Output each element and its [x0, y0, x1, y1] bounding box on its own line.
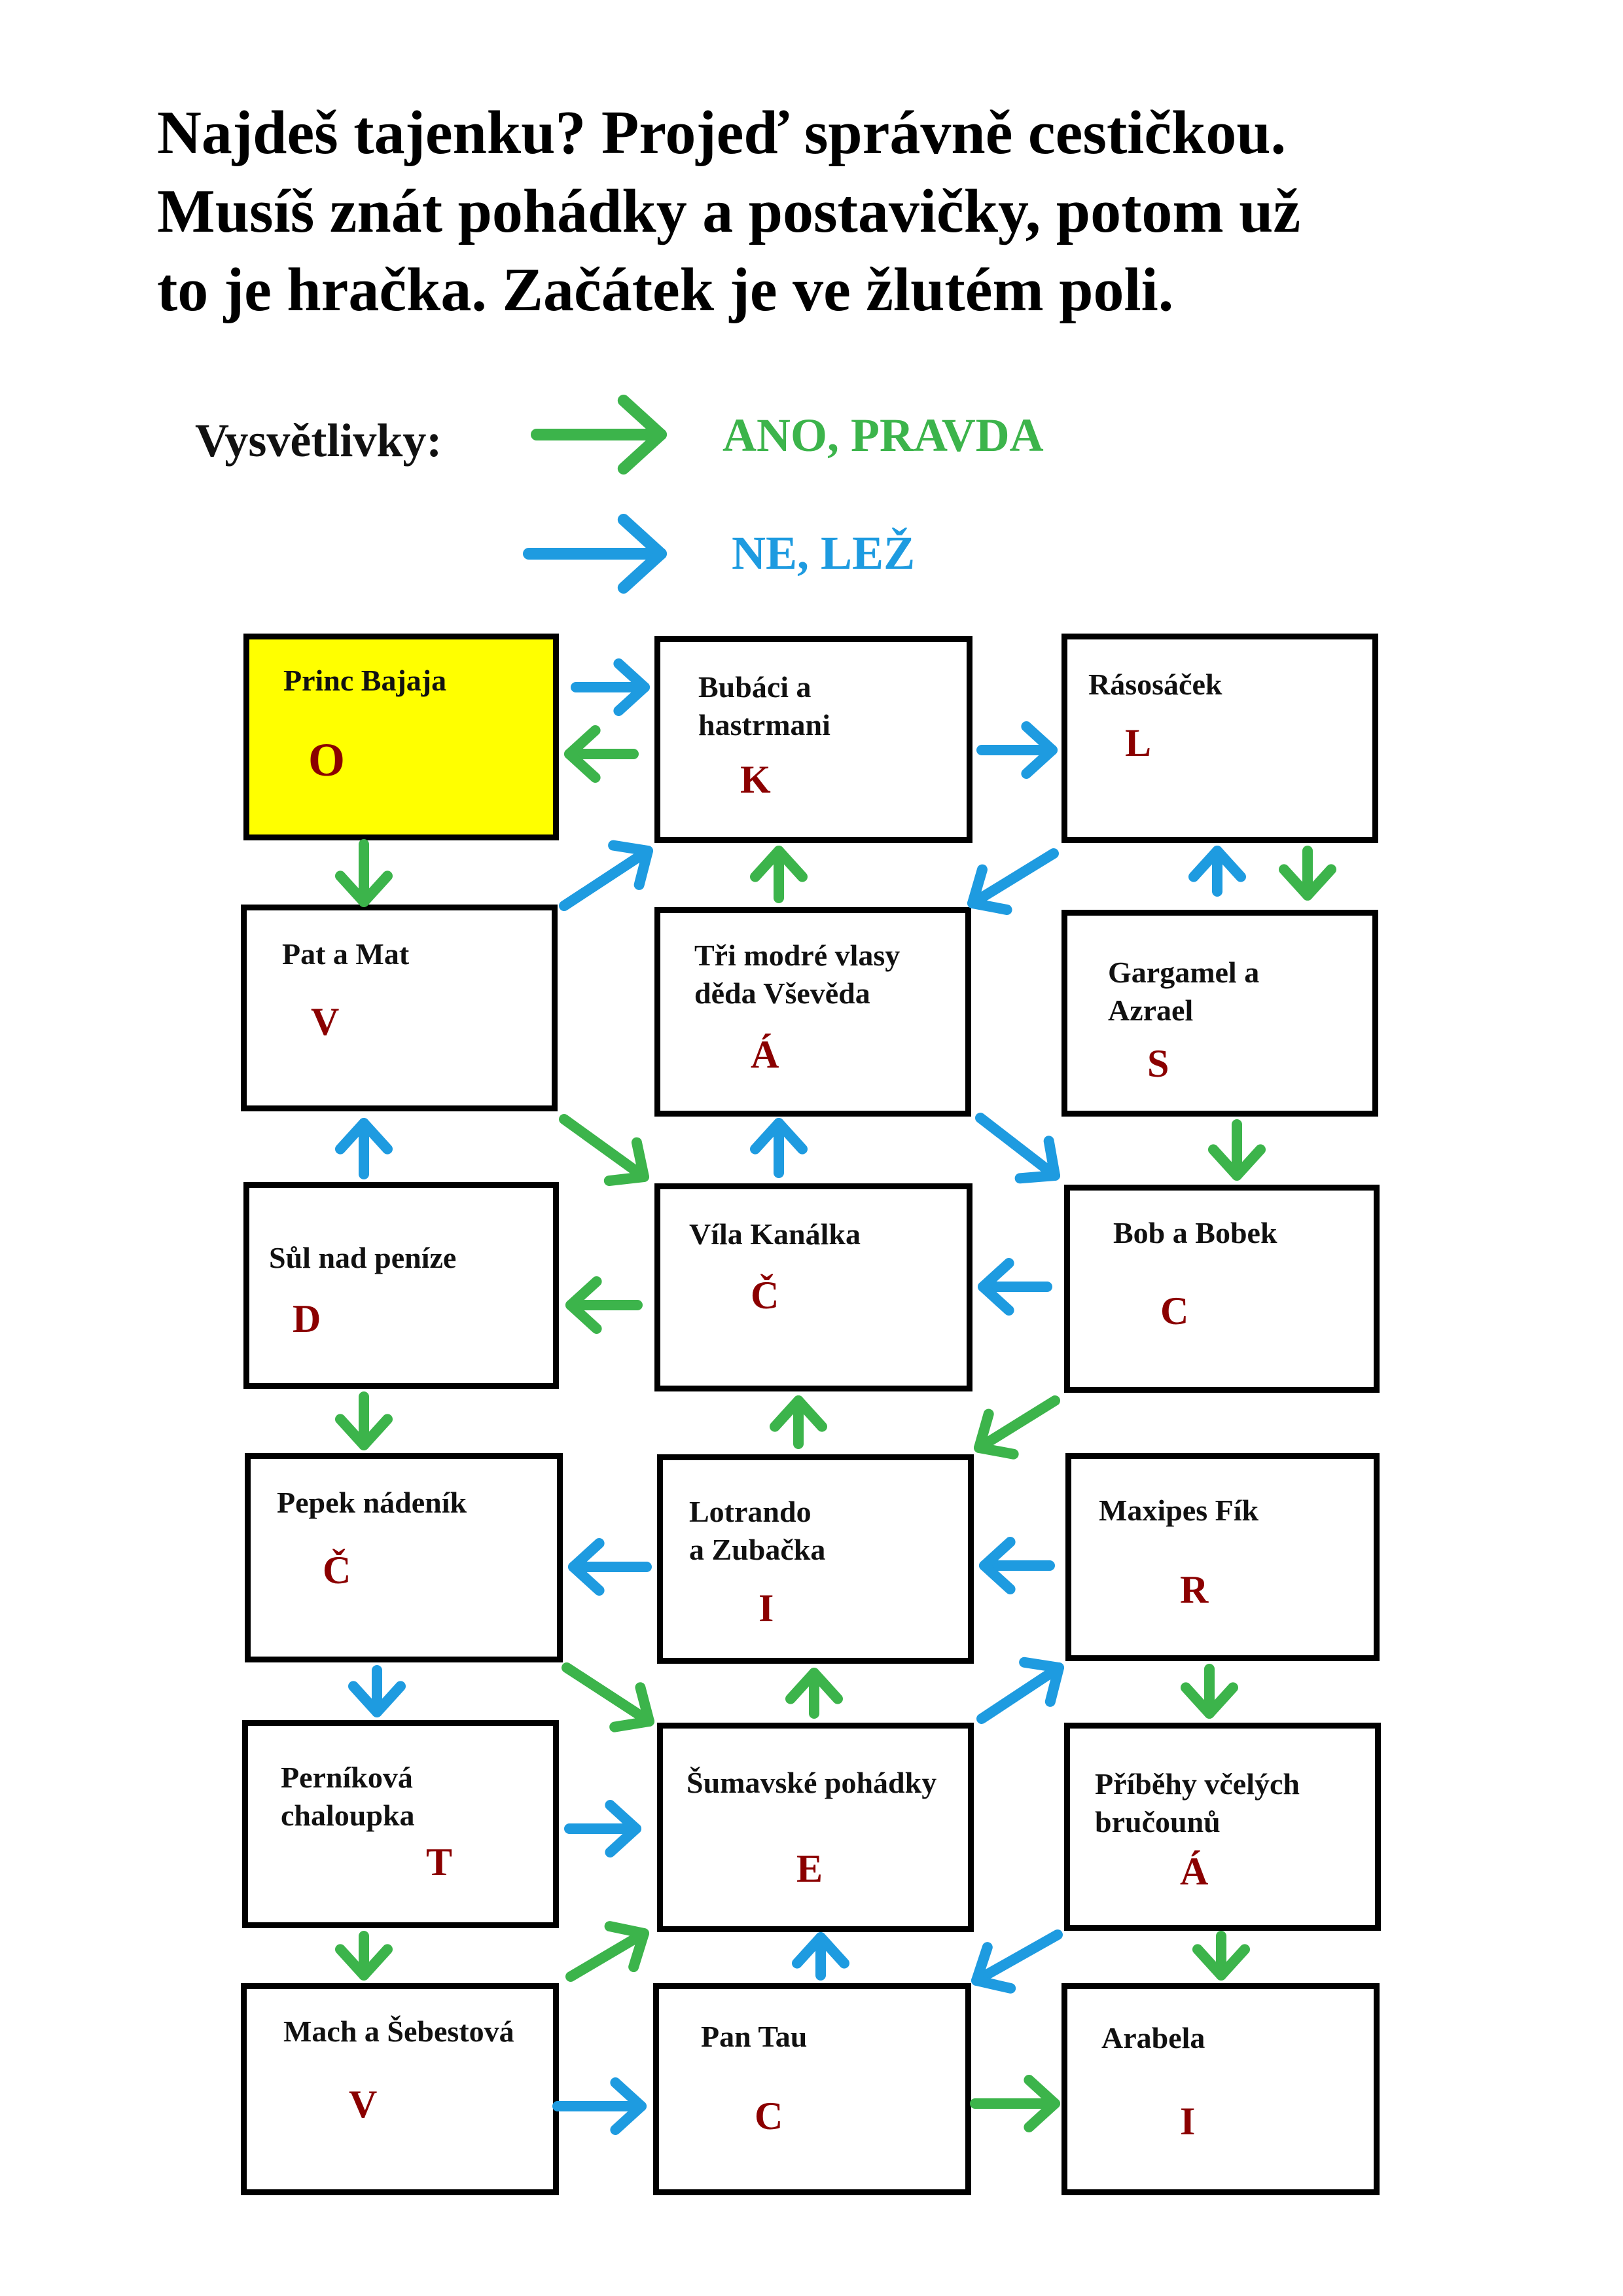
box-title: Šumavské pohádky	[687, 1766, 937, 1799]
arrow-green	[559, 1114, 649, 1187]
box-title: Příběhy včelých bručounů	[1095, 1767, 1300, 1839]
box-bob-a-bobek[interactable]: Bob a Bobek C	[1064, 1185, 1380, 1393]
arrow-blue	[559, 840, 653, 911]
legend-no-text: NE, LEŽ	[732, 527, 916, 579]
box-princ-bajaja[interactable]: Princ Bajaja O	[243, 634, 559, 840]
box-letter: K	[740, 758, 771, 801]
box-letter: T	[426, 1840, 453, 1884]
arrow-blue	[335, 1118, 393, 1179]
arrow-blue	[750, 1118, 808, 1178]
box-title: Bubáci a hastrmani	[698, 670, 830, 742]
box-title: Tři modré vlasy děda Vševěda	[694, 939, 901, 1010]
arrow-green	[974, 1395, 1060, 1460]
box-pat-a-mat[interactable]: Pat a Mat V	[241, 905, 558, 1111]
box-letter: I	[758, 1587, 774, 1630]
arrow-blue	[571, 658, 650, 716]
arrow-blue	[792, 1932, 849, 1981]
box-title: Perníková chaloupka	[281, 1761, 415, 1832]
box-pan-tau[interactable]: Pan Tau C	[653, 1983, 971, 2195]
box-letter: C	[1160, 1289, 1189, 1333]
box-letter: V	[349, 2083, 378, 2126]
box-letter: I	[1180, 2100, 1196, 2143]
box-letter: Č	[323, 1549, 351, 1592]
arrow-blue	[976, 721, 1058, 779]
box-letter: E	[796, 1847, 823, 1890]
arrow-green	[565, 1921, 649, 1982]
box-pepek-nadenik[interactable]: Pepek nádeník Č	[245, 1453, 563, 1662]
box-vila-kanalka[interactable]: Víla Kanálka Č	[654, 1183, 972, 1391]
arrow-green	[1181, 1664, 1238, 1719]
arrow-blue	[976, 1657, 1064, 1724]
blue-arrow-icon	[523, 514, 667, 594]
arrow-green	[970, 2075, 1060, 2132]
arrow-blue	[967, 848, 1059, 916]
arrow-green	[750, 846, 808, 903]
box-gargamel-a-azrael[interactable]: Gargamel a Azrael S	[1061, 910, 1378, 1117]
box-title: Pan Tau	[701, 2020, 808, 2053]
box-tri-modre-vlasy[interactable]: Tři modré vlasy děda Vševěda Á	[654, 907, 971, 1117]
box-pernikova-chaloupka[interactable]: Perníková chaloupka T	[242, 1720, 559, 1928]
arrow-blue	[979, 1537, 1055, 1594]
arrow-blue	[975, 1113, 1060, 1184]
heading-line-1: Najdeš tajenku? Projeď správně cestičkou…	[157, 99, 1287, 167]
arrow-blue	[1188, 846, 1246, 897]
box-title: Bob a Bobek	[1113, 1216, 1277, 1249]
arrow-green	[562, 1662, 654, 1732]
box-title: Princ Bajaja	[283, 664, 447, 697]
arrow-green	[770, 1395, 827, 1449]
box-letter: Č	[751, 1274, 779, 1317]
box-letter: Á	[1180, 1850, 1209, 1893]
box-title: Arabela	[1101, 2021, 1205, 2054]
box-title: Pat a Mat	[282, 937, 410, 971]
box-letter: V	[311, 1000, 340, 1043]
box-title: Rásosáček	[1088, 668, 1222, 701]
arrow-blue	[978, 1258, 1052, 1316]
box-letter: C	[755, 2094, 783, 2138]
box-title: Víla Kanálka	[689, 1217, 861, 1251]
heading-line-3: to je hračka. Začátek je ve žlutém poli.	[157, 256, 1174, 324]
box-title: Gargamel a Azrael	[1108, 956, 1260, 1027]
box-letter: Á	[751, 1033, 779, 1076]
arrow-green	[565, 1276, 643, 1334]
arrow-green	[564, 725, 639, 783]
legend-yes-text: ANO, PRAVDA	[722, 409, 1044, 461]
arrow-green	[785, 1668, 843, 1719]
box-title: Maxipes Fík	[1099, 1494, 1259, 1527]
box-letter: D	[293, 1297, 321, 1340]
arrow-blue	[564, 1800, 641, 1857]
arrow-green	[335, 1931, 393, 1981]
arrow-blue	[971, 1929, 1063, 1994]
arrow-blue	[552, 2077, 647, 2135]
box-mach-a-sebestova[interactable]: Mach a Šebestová V	[241, 1983, 559, 2195]
box-letter: R	[1180, 1568, 1209, 1611]
box-sul-nad-penize[interactable]: Sůl nad peníze D	[243, 1182, 559, 1389]
box-letter: O	[308, 734, 346, 786]
arrow-blue	[348, 1665, 406, 1717]
box-rasosacek[interactable]: Rásosáček L	[1061, 634, 1378, 843]
green-arrow-icon	[531, 395, 667, 475]
box-title: Pepek nádeník	[277, 1486, 467, 1519]
box-pribehy-vcelych-brucounu[interactable]: Příběhy včelých bručounů Á	[1064, 1723, 1381, 1931]
box-maxipes-fik[interactable]: Maxipes Fík R	[1065, 1453, 1380, 1661]
box-lotrando-a-zubacka[interactable]: Lotrando a Zubačka I	[657, 1454, 974, 1664]
arrow-green	[1279, 846, 1336, 901]
arrow-green	[335, 1391, 393, 1450]
arrow-blue	[568, 1538, 652, 1596]
heading-line-2: Musíš znát pohádky a postavičky, potom u…	[157, 177, 1301, 245]
box-letter: L	[1125, 721, 1152, 764]
arrow-green	[335, 839, 393, 907]
arrow-green	[1192, 1931, 1250, 1981]
box-title: Mach a Šebestová	[283, 2015, 514, 2048]
box-bubaci-a-hastrmani[interactable]: Bubáci a hastrmani K	[654, 636, 972, 843]
legend-label: Vysvětlivky:	[195, 414, 442, 467]
arrow-green	[1208, 1119, 1266, 1181]
box-arabela[interactable]: Arabela I	[1061, 1983, 1380, 2195]
box-title: Sůl nad peníze	[269, 1241, 457, 1274]
box-sumavske-pohadky[interactable]: Šumavské pohádky E	[657, 1723, 974, 1932]
box-letter: S	[1147, 1042, 1169, 1085]
box-title: Lotrando a Zubačka	[689, 1495, 826, 1566]
